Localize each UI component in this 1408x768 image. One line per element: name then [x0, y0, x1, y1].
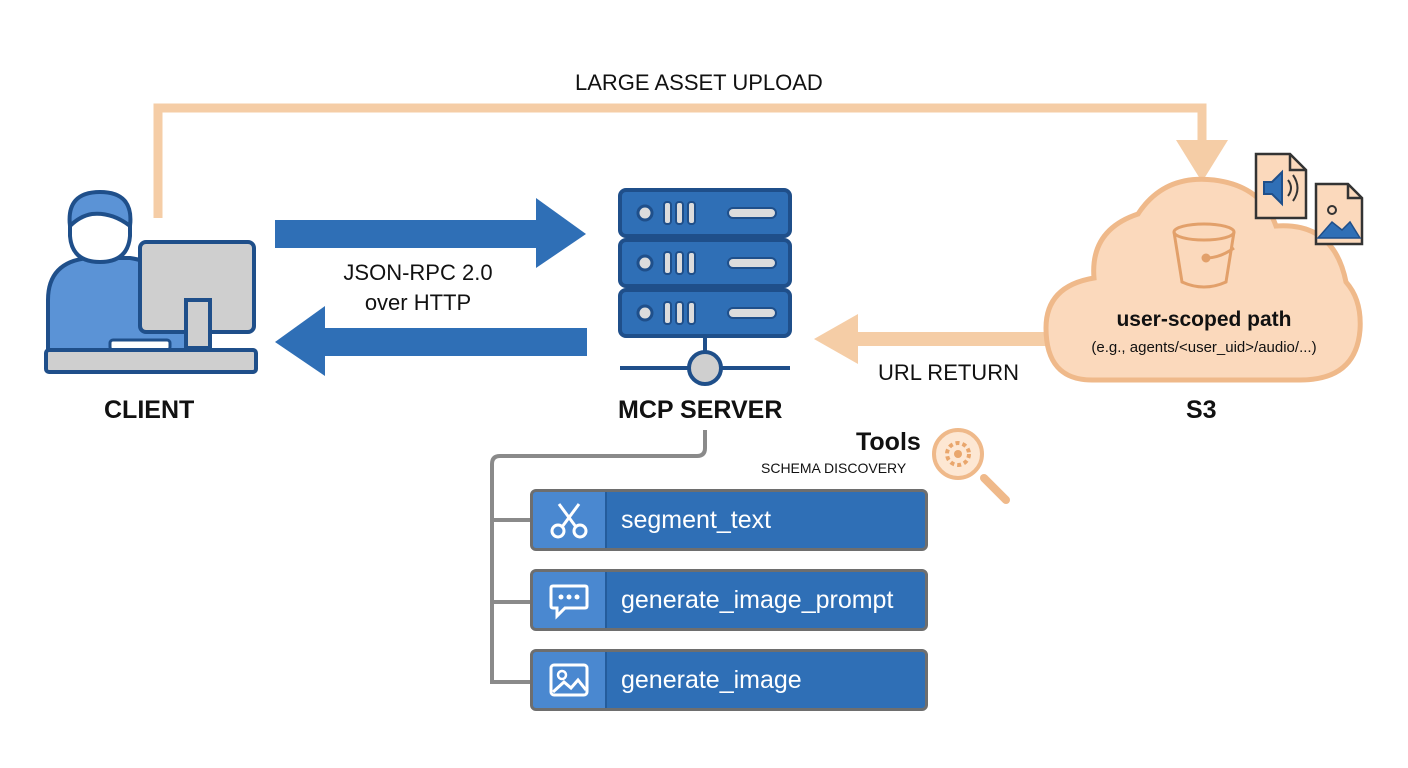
tool-segment-text[interactable]: segment_text: [530, 489, 928, 551]
tool-icon-cell: [533, 652, 607, 708]
tool-label: generate_image: [621, 665, 802, 694]
scissors-icon: [550, 503, 588, 539]
s3-cloud: [1043, 176, 1363, 383]
rpc-label: JSON-RPC 2.0 over HTTP: [318, 258, 518, 318]
tool-icon-cell: [533, 572, 607, 628]
upload-label: LARGE ASSET UPLOAD: [575, 70, 823, 95]
audio-file-icon: [1254, 152, 1308, 220]
request-arrow: [275, 198, 586, 268]
image-file-icon: [1314, 182, 1364, 246]
image-icon: [549, 663, 589, 697]
schema-discovery-icon: [932, 428, 1010, 504]
tool-generate-image-prompt[interactable]: generate_image_prompt: [530, 569, 928, 631]
rpc-label-line2: over HTTP: [364, 290, 472, 315]
tool-icon-cell: [533, 492, 607, 548]
upload-arrow: [153, 103, 1228, 218]
tools-subheading: SCHEMA DISCOVERY: [761, 460, 907, 476]
tools-heading: Tools: [856, 428, 921, 456]
server-icon: [618, 188, 792, 386]
tool-label: generate_image_prompt: [621, 585, 894, 614]
s3-path-title: user-scoped path: [1116, 308, 1292, 331]
s3-path-example: (e.g., agents/<user_uid>/audio/...): [1091, 339, 1317, 356]
chat-bubble-icon: [549, 584, 589, 620]
client-icon: [44, 189, 258, 374]
server-label: MCP SERVER: [618, 396, 783, 424]
url-return-arrow: [814, 314, 1046, 364]
tool-tree-connector: [490, 430, 707, 684]
s3-label: S3: [1186, 396, 1217, 424]
tool-generate-image[interactable]: generate_image: [530, 649, 928, 711]
rpc-label-line1: JSON-RPC 2.0: [343, 260, 493, 285]
response-arrow: [275, 306, 587, 376]
bucket-icon: [1172, 222, 1236, 289]
tool-label: segment_text: [621, 505, 772, 534]
client-label: CLIENT: [104, 396, 195, 424]
url-return-label: URL RETURN: [878, 360, 1019, 385]
